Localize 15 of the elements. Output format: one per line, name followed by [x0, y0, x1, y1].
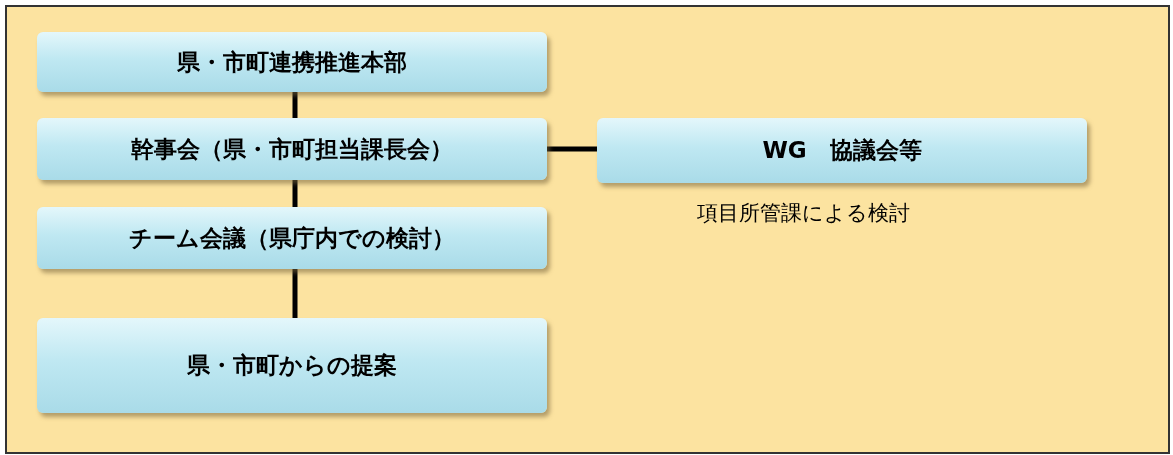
- box-label: 幹事会（県・市町担当課長会）: [131, 134, 453, 164]
- box-label: 県・市町連携推進本部: [177, 47, 407, 77]
- connector-line: [292, 92, 298, 118]
- box-label: チーム会議（県庁内での検討）: [129, 223, 455, 253]
- process-box: [37, 318, 547, 413]
- connector-line: [292, 269, 298, 318]
- process-box: [597, 118, 1087, 183]
- connector-line: [547, 146, 597, 152]
- connector-line: [292, 180, 298, 207]
- box-label: WG 協議会等: [762, 136, 922, 165]
- process-box: [37, 118, 547, 180]
- process-box: [37, 32, 547, 92]
- process-box: [37, 207, 547, 269]
- box-label: 県・市町からの提案: [187, 351, 397, 380]
- note-text: 項目所管課による検討: [697, 200, 910, 227]
